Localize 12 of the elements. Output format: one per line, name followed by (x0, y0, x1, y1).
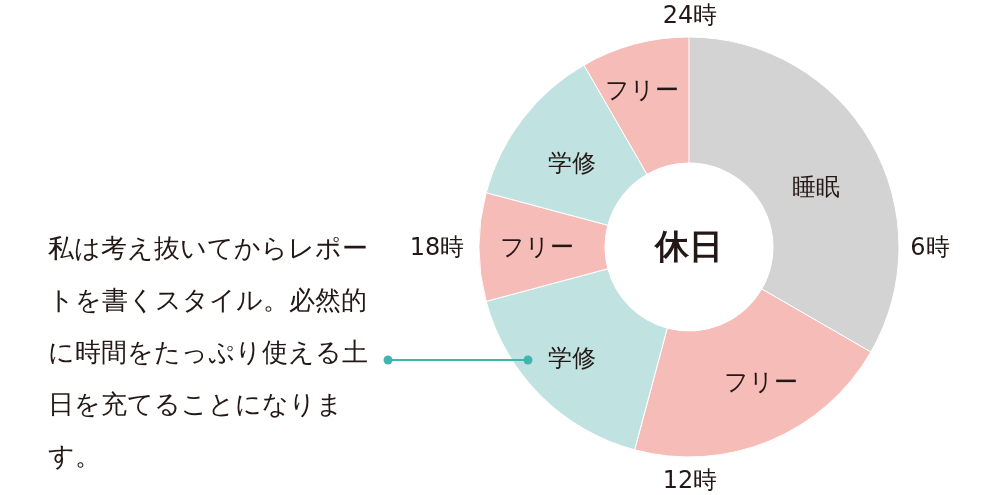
leader-line (383, 355, 533, 365)
segment-label: 学修 (548, 151, 596, 175)
segment-label: 学修 (548, 346, 596, 370)
segment-label: 睡眠 (792, 175, 840, 199)
hour-label: 6時 (910, 235, 950, 259)
hour-label: 12時 (662, 468, 718, 492)
hour-label: 18時 (409, 235, 465, 259)
description-text: 私は考え抜いてからレポートを書くスタイル。必然的に時間をたっぷり使える土日を充てることになります。 (48, 222, 384, 482)
hour-label: 24時 (662, 3, 718, 27)
segment-label: フリー (605, 78, 679, 102)
segment-label: フリー (500, 235, 574, 259)
segment-label: フリー (724, 370, 798, 394)
